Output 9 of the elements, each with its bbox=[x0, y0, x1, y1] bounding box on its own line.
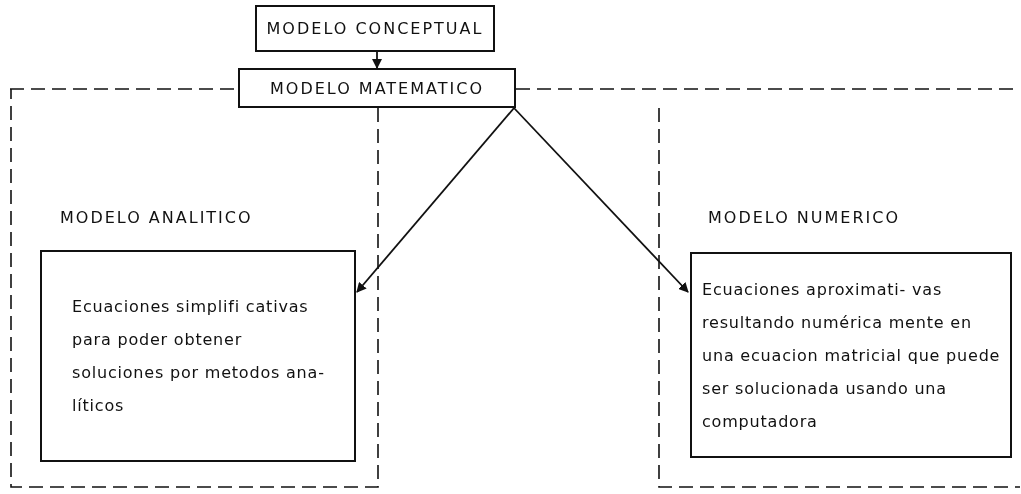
text-box: MODELO MATEMATICO bbox=[238, 68, 516, 108]
arrow bbox=[372, 51, 382, 69]
region-heading: MODELO NUMERICO bbox=[708, 208, 901, 227]
arrow bbox=[356, 107, 515, 293]
text-box: Ecuaciones simplifi cativas para poder obtener soluciones por metodos ana- líticos bbox=[40, 250, 356, 462]
arrow bbox=[513, 107, 689, 293]
text-box: MODELO CONCEPTUAL bbox=[255, 5, 495, 52]
region-heading: MODELO ANALITICO bbox=[60, 208, 253, 227]
text-box: Ecuaciones aproximati- vas resultando numérica mente en una ecuacion matricial que puede ser solucionada usando una computadora bbox=[690, 252, 1012, 458]
